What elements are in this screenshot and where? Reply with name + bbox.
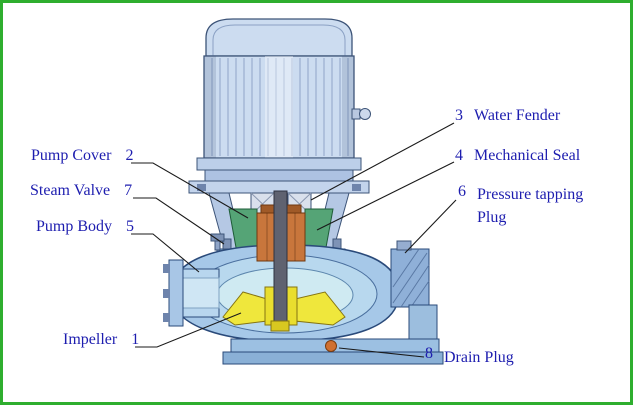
lifting-eyebolt-icon	[351, 108, 371, 120]
label-pump-cover-num: 2	[125, 147, 134, 164]
suction-flange	[168, 259, 184, 327]
leader-pressure-tapping	[404, 199, 457, 254]
pressure-tapping-flange	[390, 240, 438, 342]
label-steam-valve-text: Steam Valve	[30, 182, 111, 199]
label-pressure-tapping-plug-line2: Plug	[477, 209, 507, 227]
steam-valve-fitting	[210, 233, 225, 251]
label-mechanical-seal-text: Mechanical Seal	[474, 147, 581, 164]
fan-cover-icon	[205, 18, 353, 57]
impeller-nut	[270, 320, 290, 332]
label-drain-plug-text: Drain Plug	[444, 349, 514, 366]
motor-assembly	[188, 18, 371, 194]
suction-inlet	[163, 259, 220, 327]
label-pump-cover-text: Pump Cover	[31, 147, 112, 164]
label-water-fender-num: 3	[455, 107, 463, 124]
leader-impeller	[135, 312, 242, 348]
leader-lines	[131, 122, 457, 358]
label-water-fender: 3 Water Fender	[455, 107, 560, 125]
label-steam-valve-num: 7	[124, 182, 133, 199]
label-impeller-text: Impeller	[63, 331, 118, 348]
label-pressure-tapping-plug: 6 Pressure tapping Plug	[458, 183, 583, 229]
motor-bottom-cap	[196, 157, 362, 171]
label-mechanical-seal-num: 4	[455, 147, 463, 164]
label-pressure-tapping-plug-num: 6	[458, 183, 466, 200]
label-impeller-num: 1	[131, 331, 140, 348]
label-pump-cover: Pump Cover 2	[31, 147, 133, 165]
leader-water-fender	[310, 122, 455, 201]
motor-fins	[211, 58, 349, 156]
pressure-tapping-plug-part	[396, 240, 412, 251]
leader-pump-body	[131, 233, 200, 273]
label-pump-body-text: Pump Body	[36, 218, 113, 235]
leader-steam-valve	[133, 197, 225, 245]
label-drain-plug-num: 8	[425, 345, 433, 362]
label-steam-valve: Steam Valve 7	[30, 182, 132, 200]
label-pump-body-num: 5	[126, 218, 135, 235]
label-pump-body: Pump Body 5	[36, 218, 134, 236]
leader-pump-cover	[131, 162, 249, 219]
label-impeller: Impeller 1	[63, 331, 139, 349]
pump-illustration	[131, 18, 457, 365]
leader-mechanical-seal	[316, 161, 455, 231]
label-drain-plug: 8 Drain Plug	[425, 345, 514, 367]
drain-plug-dot	[325, 340, 337, 352]
label-water-fender-text: Water Fender	[474, 107, 561, 124]
motor-body	[203, 55, 355, 159]
label-pressure-tapping-plug-line1: Pressure tapping	[477, 186, 584, 203]
leader-drain-plug	[338, 347, 425, 358]
pump-shaft	[273, 190, 288, 322]
label-mechanical-seal: 4 Mechanical Seal	[455, 147, 580, 165]
pump-cover-parts	[228, 208, 334, 254]
